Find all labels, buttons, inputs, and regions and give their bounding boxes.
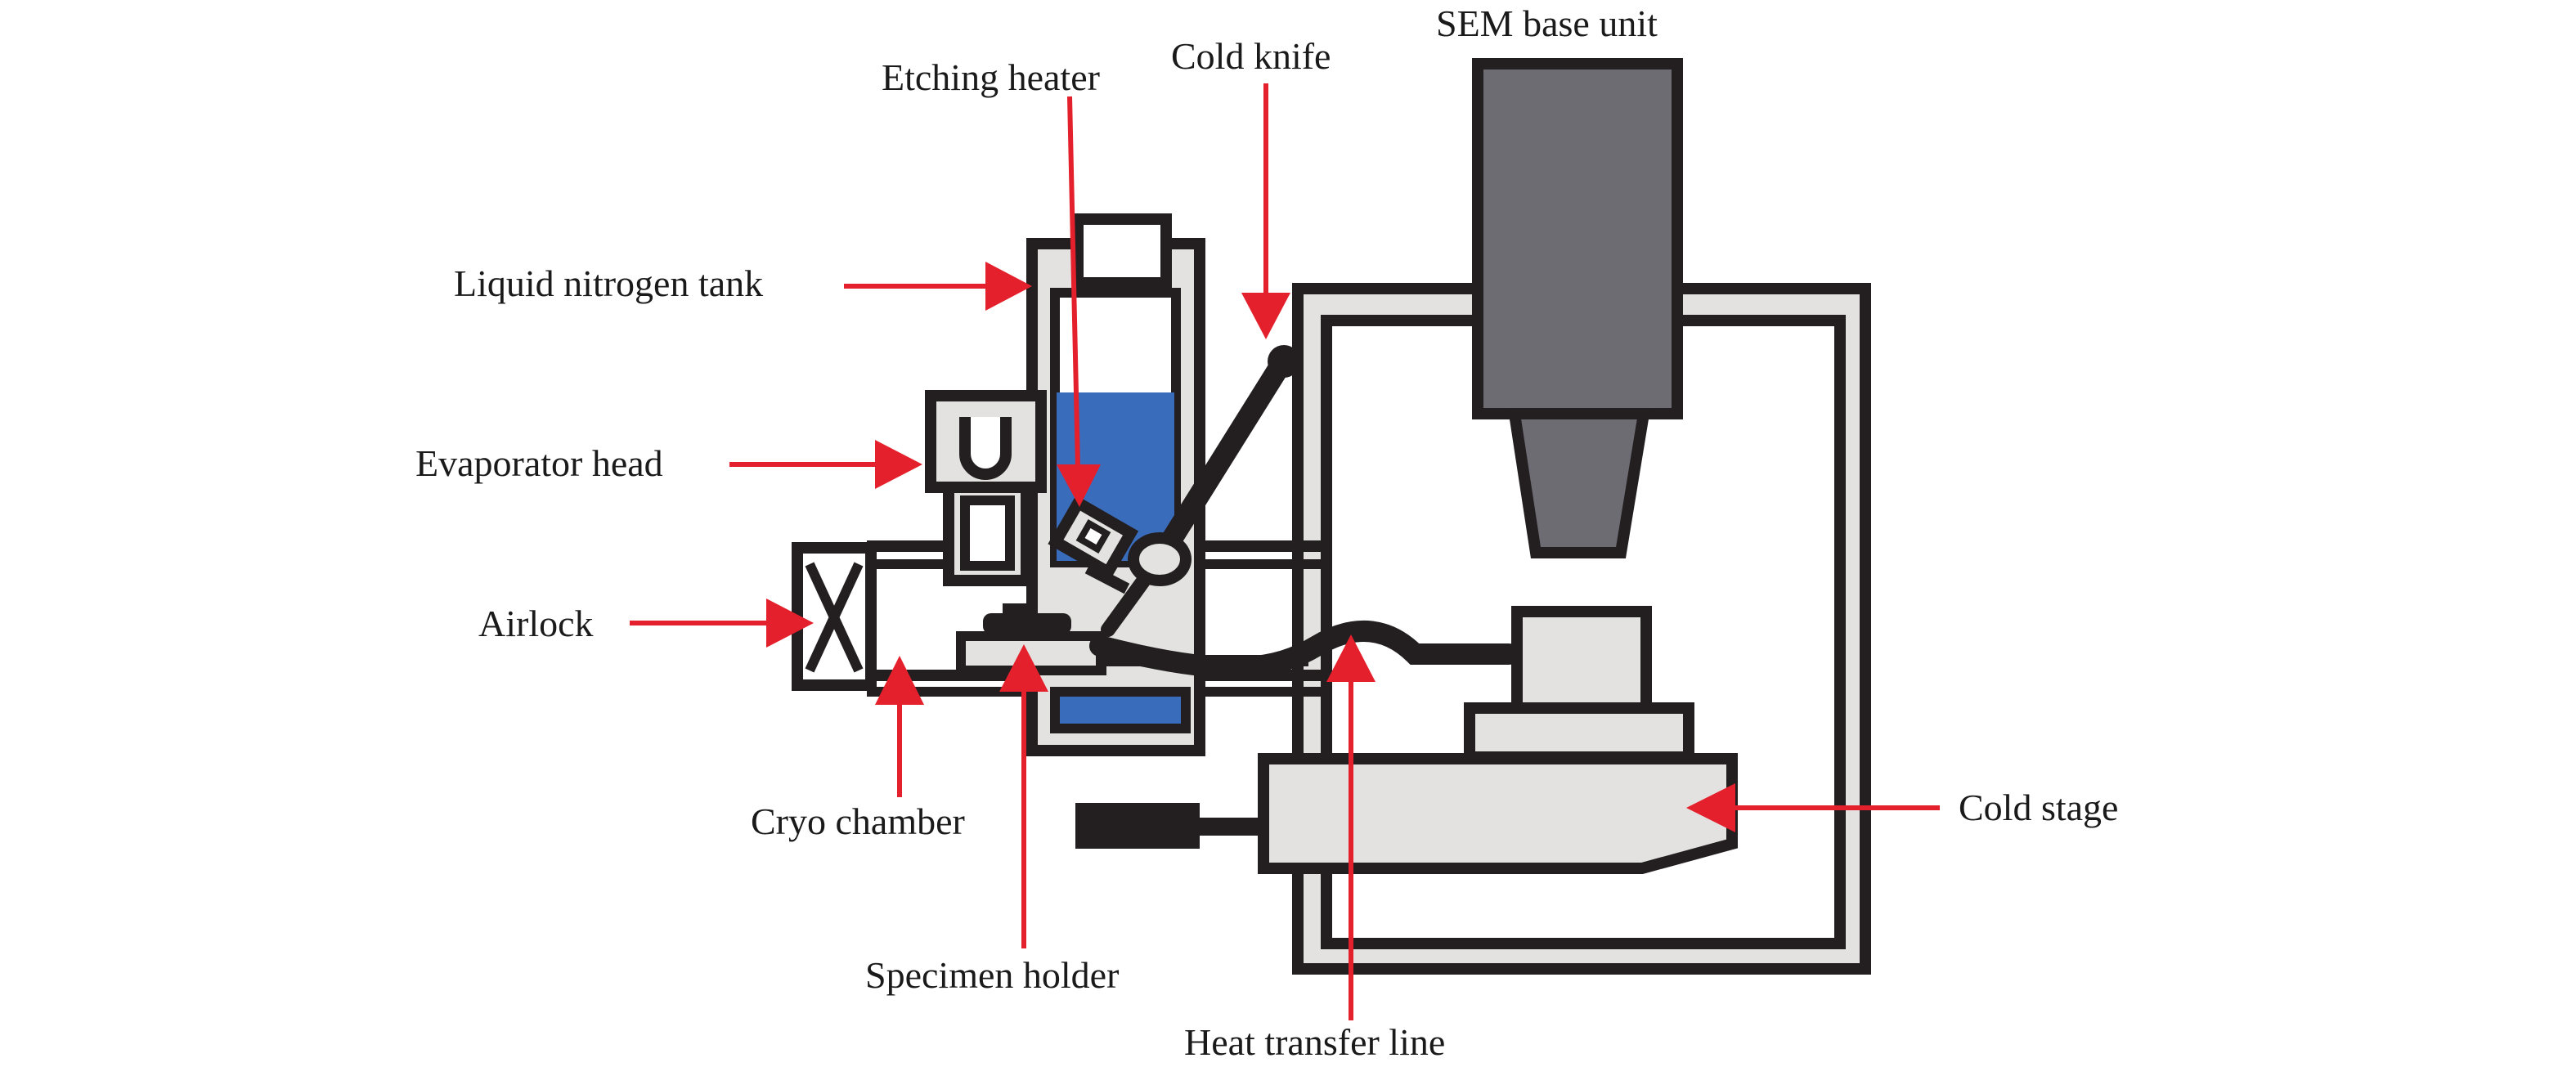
arrow-etching-heater: [1057, 96, 1101, 507]
label-airlock: Airlock: [478, 603, 594, 644]
arrow-airlock: [630, 599, 814, 648]
label-cold-knife: Cold knife: [1171, 35, 1331, 77]
arrow-cold-stage: [1686, 783, 1940, 832]
labels: SEM base unit Etching heater Cold knife …: [415, 2, 2118, 1063]
leader-arrows: [630, 83, 1940, 1020]
heat-transfer-line: [1089, 620, 1519, 679]
arrow-heat-transfer-line: [1326, 634, 1376, 1020]
label-liquid-nitrogen-tank: Liquid nitrogen tank: [454, 262, 763, 304]
label-evaporator-head: Evaporator head: [415, 442, 663, 484]
arrow-cryo-chamber: [875, 656, 924, 797]
label-specimen-holder: Specimen holder: [865, 954, 1119, 996]
etching-heater: [1048, 495, 1139, 594]
label-etching-heater: Etching heater: [882, 56, 1100, 98]
evaporator-head: [925, 390, 1047, 586]
arrow-cold-knife: [1241, 83, 1290, 339]
airlock: [792, 542, 877, 691]
cold-knife: [1101, 345, 1300, 637]
label-sem-base-unit: SEM base unit: [1436, 2, 1658, 44]
arrow-specimen-holder: [999, 644, 1048, 948]
cold-stage: [1075, 606, 1738, 874]
label-cold-stage: Cold stage: [1959, 787, 2118, 828]
arrow-evaporator-head: [729, 440, 922, 489]
label-cryo-chamber: Cryo chamber: [751, 800, 965, 842]
arrow-liquid-nitrogen-tank: [844, 262, 1032, 311]
sem-base-unit: [1472, 58, 1683, 558]
label-heat-transfer-line: Heat transfer line: [1184, 1021, 1445, 1063]
